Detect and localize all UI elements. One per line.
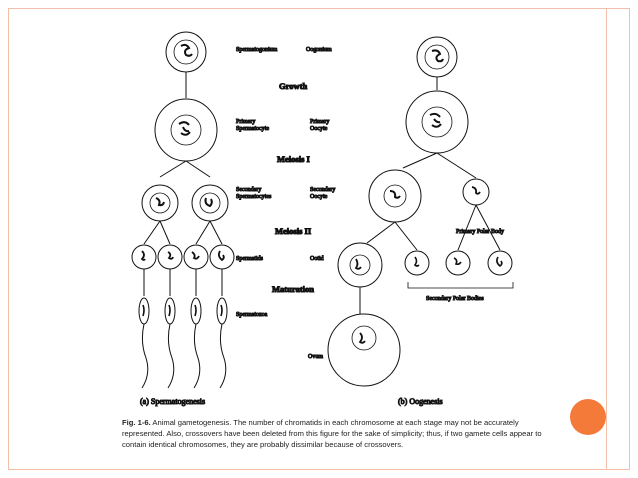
label-oogenesis: (b) Oogenesis	[398, 397, 443, 406]
label-secondary-spermatocytes-line2: Spermatocytes	[236, 194, 272, 200]
label-primary-oocyte-line1: Primary	[310, 119, 329, 125]
stage-growth: Growth	[279, 81, 307, 91]
figure-caption-text: Animal gametogenesis. The number of chro…	[122, 418, 542, 450]
slide-border	[8, 8, 630, 470]
spermatozoon-1	[138, 297, 150, 389]
label-ootid: Ootid	[310, 256, 324, 262]
label-primary-spermatocyte-line1: Primary	[236, 119, 255, 125]
slide-right-rule	[606, 8, 607, 470]
figure-number: Fig. 1-6.	[122, 418, 151, 427]
stage-maturation: Maturation	[272, 284, 314, 294]
secondary-polar-body-cell-2	[445, 250, 471, 276]
spermatogenesis-tree	[131, 31, 235, 389]
label-spermatids: Spermatids	[236, 256, 264, 262]
secondary-polar-body-cell-1	[404, 250, 430, 276]
label-spermatogenesis: (a) Spermatogenesis	[140, 397, 205, 406]
secondary-polar-body-cell-3	[487, 250, 513, 276]
spermatozoon-3	[190, 297, 202, 389]
label-ovum: Ovum	[308, 354, 323, 360]
label-primary-spermatocyte-line2: Spermatocyte	[236, 126, 269, 132]
figure-caption: Fig. 1-6. Animal gametogenesis. The numb…	[122, 417, 542, 451]
spermatid-cell-3	[183, 244, 209, 270]
label-primary-polar-body: Primary Polar Body	[456, 229, 504, 235]
label-primary-oocyte-line2: Oocyte	[310, 126, 328, 132]
secondary-polar-bodies-bracket	[407, 282, 514, 289]
label-secondary-polar-bodies: Secondary Polar Bodies	[426, 296, 484, 302]
secondary-spermatocyte-cell-2	[191, 184, 229, 222]
orange-accent-dot	[570, 399, 606, 435]
label-secondary-oocyte-line2: Oocyte	[310, 194, 328, 200]
ootid-cell	[337, 242, 383, 288]
label-spermatogonium: Spermatogonium	[236, 47, 278, 53]
label-oogonium: Oogonium	[306, 47, 332, 53]
spermatid-cell-4	[209, 244, 235, 270]
stage-meiosis-1: Meiosis I	[277, 154, 311, 164]
spermatozoon-4	[216, 297, 228, 389]
stage-meiosis-2: Meiosis II	[275, 226, 312, 236]
ovum-cell	[327, 313, 401, 387]
spermatozoon-2	[164, 297, 176, 389]
label-secondary-spermatocytes-line1: Secondary	[236, 187, 261, 193]
oogenesis-tree	[327, 36, 514, 387]
label-spermatozoa: Spermatozoa	[236, 312, 268, 318]
label-secondary-oocyte-line1: Secondary	[310, 187, 335, 193]
